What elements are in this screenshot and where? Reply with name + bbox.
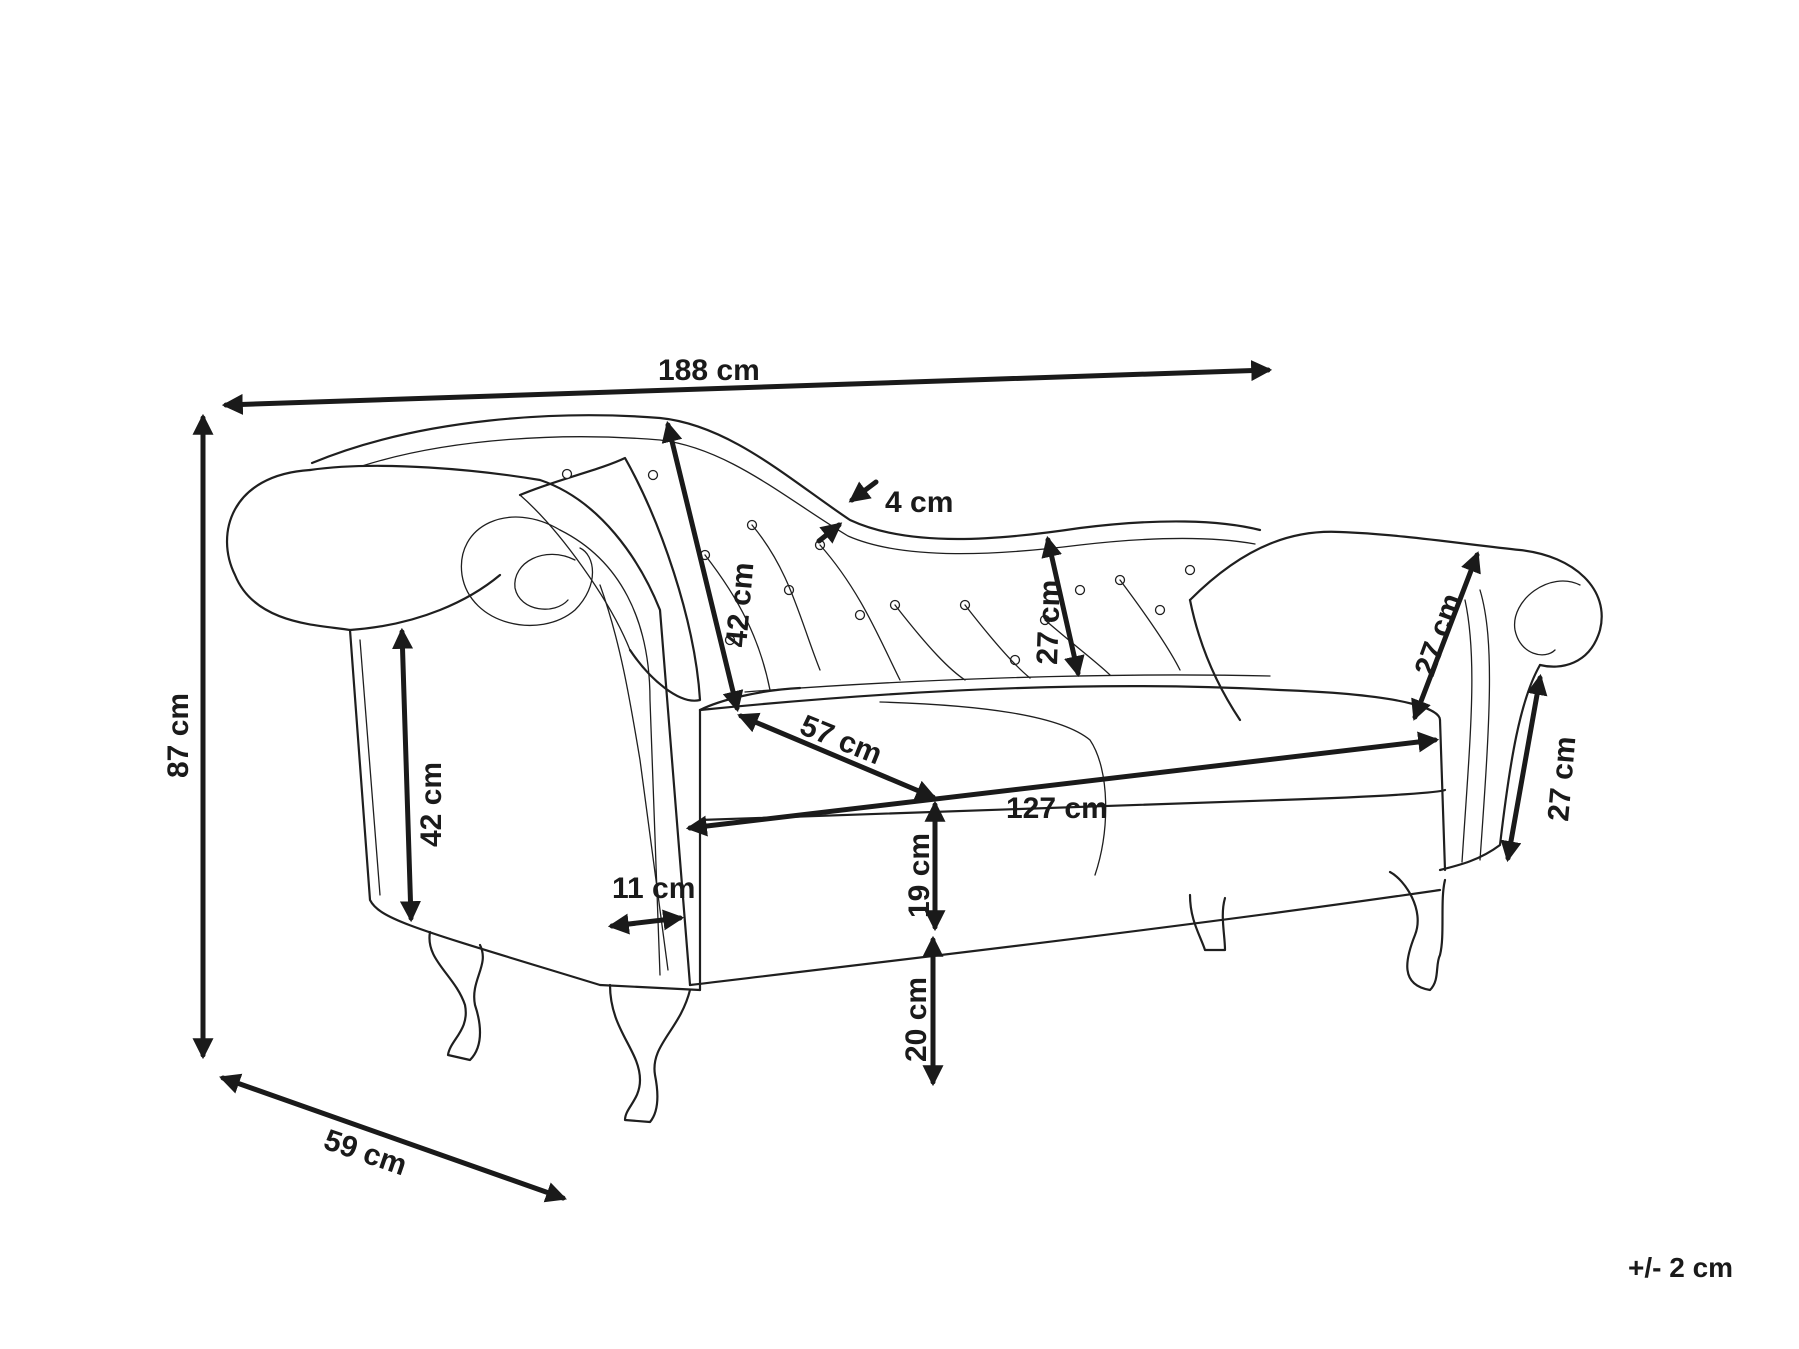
left-arm-height-arrow <box>392 627 421 923</box>
right-arm-outer-height-label: 27 cm <box>1542 735 1582 823</box>
arm-width-label: 11 cm <box>612 872 695 905</box>
back-top-thickness-arrow-b <box>816 522 843 544</box>
right-arm-height-arrow <box>1411 551 1481 721</box>
back-height-arrow <box>661 420 744 713</box>
tolerance-note: +/- 2 cm <box>1628 1252 1733 1283</box>
low-back-height-arrow <box>1041 535 1085 678</box>
seat-length-arrow <box>685 731 1440 837</box>
back-top-thickness-arrow-a <box>848 479 879 503</box>
leg-height-label: 20 cm <box>900 977 933 1062</box>
right-arm-height-label: 27 cm <box>1409 589 1469 680</box>
right-arm-outer-height-arrow <box>1500 673 1548 863</box>
seat-thickness-label: 19 cm <box>903 833 936 918</box>
total-length-label: 188 cm <box>658 354 760 387</box>
dimension-labels: 188 cm 87 cm 59 cm 42 cm 4 cm 27 cm 27 c… <box>162 354 1733 1283</box>
seat-length-label: 127 cm <box>1006 792 1108 825</box>
dimension-arrows <box>192 360 1548 1203</box>
arm-width-arrow <box>607 909 685 935</box>
low-back-height-label: 27 cm <box>1031 579 1067 665</box>
back-height-label: 42 cm <box>720 561 760 649</box>
depth-label: 59 cm <box>320 1123 411 1182</box>
left-arm-height-label: 42 cm <box>415 762 448 847</box>
total-length-arrow <box>221 360 1273 415</box>
total-height-label: 87 cm <box>162 693 195 778</box>
seat-depth-label: 57 cm <box>795 709 886 771</box>
back-top-thickness-label: 4 cm <box>885 486 953 519</box>
depth-arrow <box>219 1073 567 1203</box>
